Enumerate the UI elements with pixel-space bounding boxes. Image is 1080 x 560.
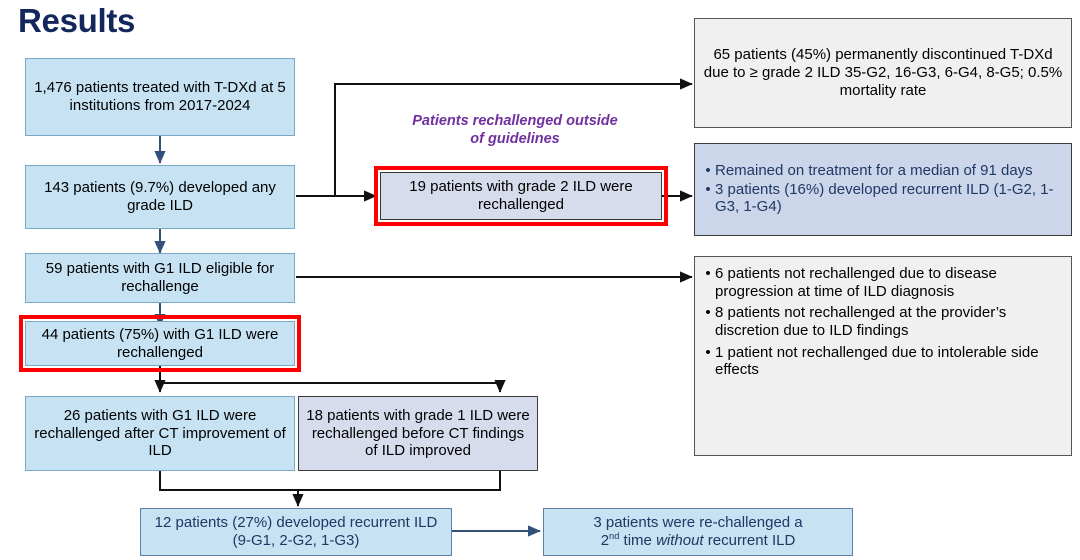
list-item: •6 patients not rechallenged due to dise… <box>701 265 1063 300</box>
node-discontinued[interactable]: 65 patients (45%) permanently discontinu… <box>694 18 1072 128</box>
node-g1-eligible[interactable]: 59 patients with G1 ILD eligible for rec… <box>25 253 295 303</box>
not-rechallenged-list: •6 patients not rechallenged due to dise… <box>695 257 1071 380</box>
node-g1-after-ct-label: 26 patients with G1 ILD were rechallenge… <box>34 406 286 460</box>
node-g1-rechallenged-label: 44 patients (75%) with G1 ILD were recha… <box>41 325 279 361</box>
node-cohort[interactable]: 1,476 patients treated with T-DXd at 5 i… <box>25 58 295 136</box>
node-discontinued-label: 65 patients (45%) permanently discontinu… <box>703 46 1063 99</box>
node-any-ild[interactable]: 143 patients (9.7%) developed any grade … <box>25 165 295 229</box>
node-recurrent-ild[interactable]: 12 patients (27%) developed recurrent IL… <box>140 508 452 556</box>
node-g1-before-ct[interactable]: 18 patients with grade 1 ILD were rechal… <box>298 396 538 471</box>
bullet-dot-icon: • <box>705 161 711 179</box>
g2-outcomes-list: •Remained on treatment for a median of 9… <box>695 162 1071 217</box>
list-item: •8 patients not rechallenged at the prov… <box>701 304 1063 339</box>
annotation-line-2: of guidelines <box>470 131 560 148</box>
annotation-line-1: Patients rechallenged outside <box>412 113 618 129</box>
node-recurrent-ild-label: 12 patients (27%) developed recurrent IL… <box>154 514 438 549</box>
list-item: •1 patient not rechallenged due to intol… <box>701 344 1063 379</box>
node-cohort-label: 1,476 patients treated with T-DXd at 5 i… <box>34 79 286 114</box>
node-g2-rechallenged[interactable]: 19 patients with grade 2 ILD were rechal… <box>374 166 668 226</box>
annotation-outside-guidelines: Patients rechallenged outside of guideli… <box>370 112 660 148</box>
list-item: •Remained on treatment for a median of 9… <box>701 162 1063 180</box>
node-g2-rechallenged-label: 19 patients with grade 2 ILD were rechal… <box>409 178 633 213</box>
second-rechallenge-line1: 3 patients were re-challenged a <box>593 514 803 532</box>
connector-rechallenged-to-before-ct <box>160 380 506 393</box>
second-rechallenge-line2: 2nd time without recurrent ILD <box>600 531 796 549</box>
bullet-dot-icon: • <box>705 265 711 282</box>
list-item: •3 patients (16%) developed recurrent IL… <box>701 181 1063 216</box>
bullet-dot-icon: • <box>705 180 711 198</box>
node-g2-outcomes[interactable]: •Remained on treatment for a median of 9… <box>694 143 1072 236</box>
connector-before-ct-to-recurrent <box>298 471 501 491</box>
node-g1-before-ct-label: 18 patients with grade 1 ILD were rechal… <box>306 406 530 460</box>
node-second-rechallenge-label: 3 patients were re-challenged a 2nd time… <box>544 514 852 549</box>
page-title: Results <box>18 2 136 39</box>
node-not-rechallenged[interactable]: •6 patients not rechallenged due to dise… <box>694 256 1072 456</box>
bullet-dot-icon: • <box>705 343 711 361</box>
connector-after-ct-to-recurrent <box>159 471 304 507</box>
node-any-ild-label: 143 patients (9.7%) developed any grade … <box>44 179 276 214</box>
node-g1-after-ct[interactable]: 26 patients with G1 ILD were rechallenge… <box>25 396 295 471</box>
bullet-dot-icon: • <box>705 304 711 322</box>
node-second-rechallenge[interactable]: 3 patients were re-challenged a 2nd time… <box>543 508 853 556</box>
node-g1-rechallenged[interactable]: 44 patients (75%) with G1 ILD were recha… <box>19 315 301 372</box>
node-g1-eligible-label: 59 patients with G1 ILD eligible for rec… <box>45 260 275 295</box>
